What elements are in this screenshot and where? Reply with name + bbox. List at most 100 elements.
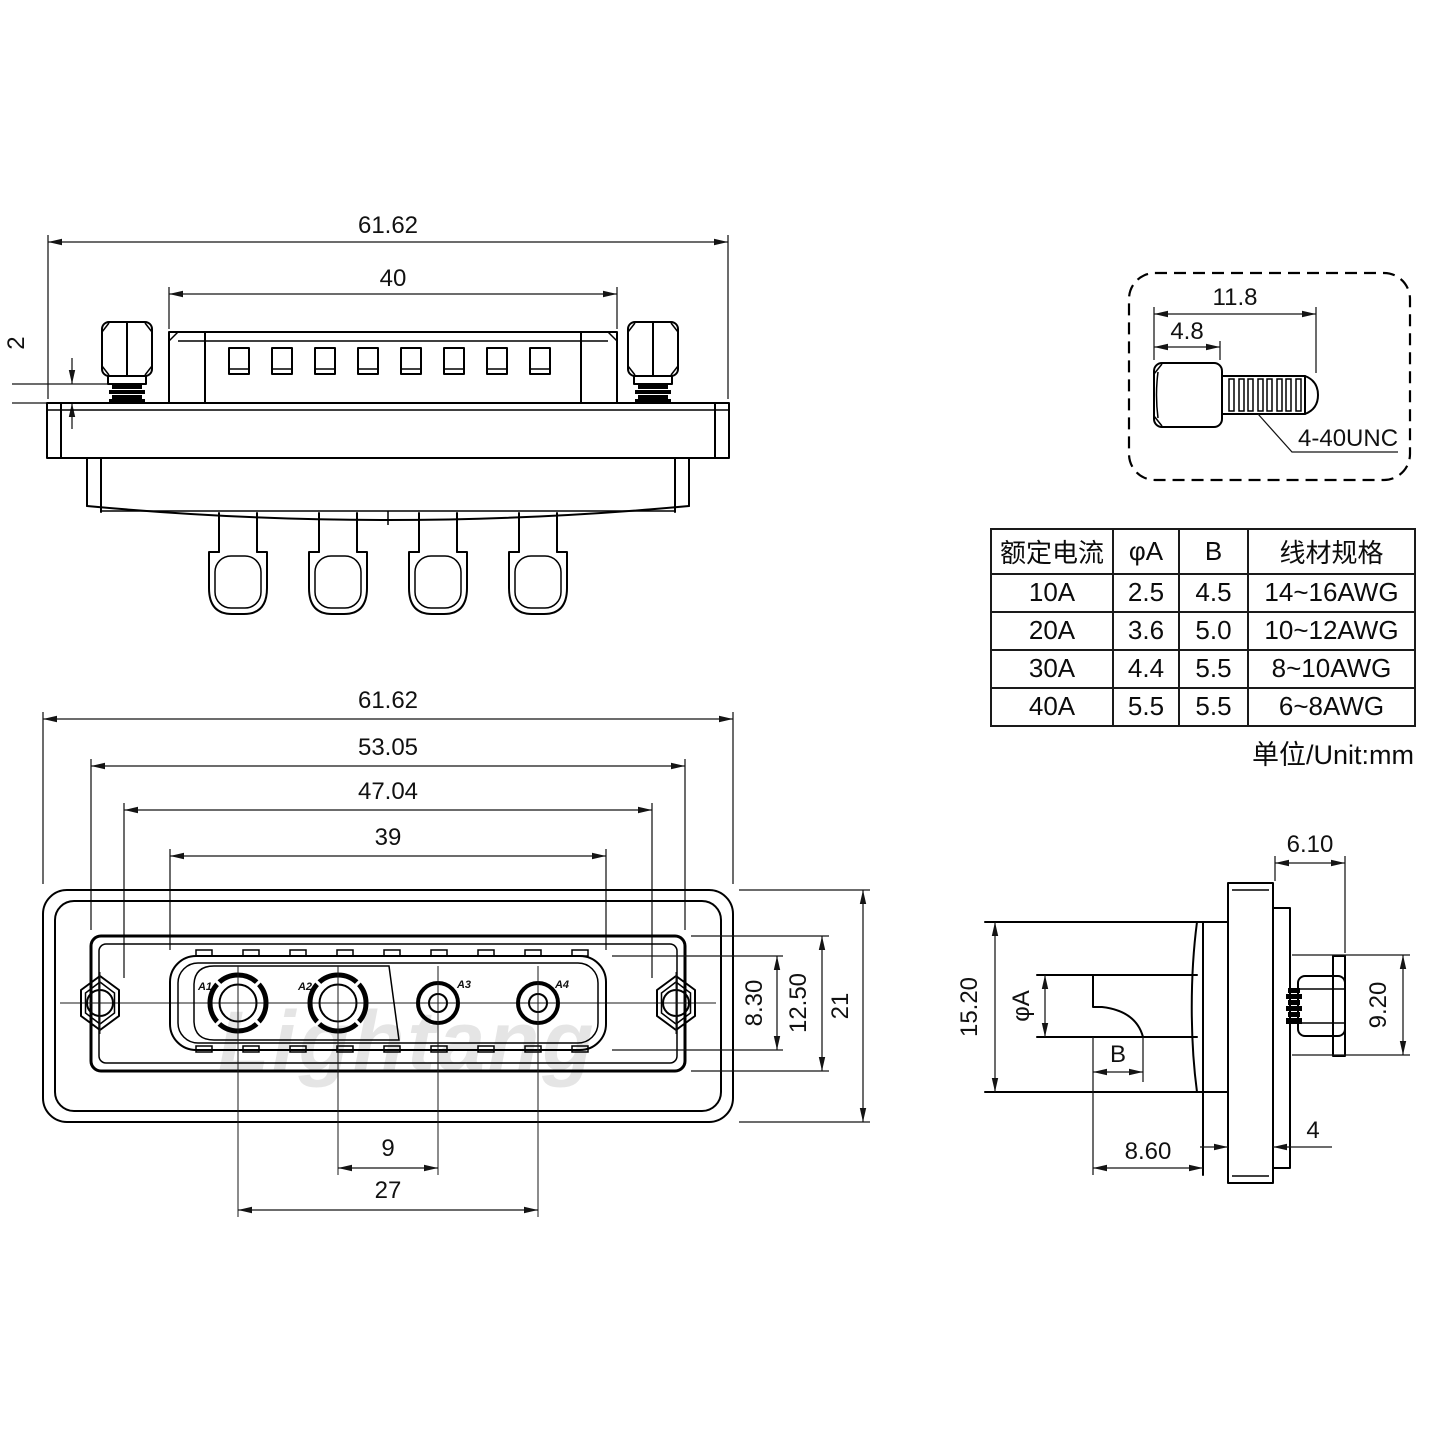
dim-screw-length: 11.8 [1153, 284, 1317, 373]
cell: 4.5 [1178, 572, 1249, 613]
side-jack-screw [1286, 955, 1346, 1057]
cell: 3.6 [1112, 610, 1180, 651]
detail-border [1127, 271, 1412, 482]
dim-face-flange-height: 12.50 [691, 935, 829, 1072]
table-row: 10A 2.5 4.5 14~16AWG [990, 572, 1416, 613]
cell: 5.5 [1178, 648, 1249, 689]
dim-side-depth: 8.60 [1093, 1138, 1203, 1172]
dim-text: 4.8 [1170, 318, 1203, 345]
dim-front-contact-width: 40 [168, 265, 618, 329]
screw-detail-view: 11.8 4.8 4-40UNC [1127, 271, 1412, 482]
pin [508, 512, 568, 615]
contact-label: A2 [297, 981, 312, 993]
dim-front-standoff-gap: 2 [3, 336, 136, 429]
mounting-plate [46, 402, 730, 459]
table-row: 20A 3.6 5.0 10~12AWG [990, 610, 1416, 651]
screw-drawing [1153, 362, 1319, 428]
power-pocket [193, 965, 400, 1041]
cell: 10~12AWG [1247, 610, 1416, 651]
pin [408, 512, 468, 615]
spec-table-header-row: 额定电流 φA B 线材规格 [990, 528, 1416, 575]
ground-fingers [195, 949, 589, 1053]
dim-text: 4 [1306, 1117, 1319, 1144]
hex-nut-right [656, 972, 696, 1034]
dim-side-pin-diameter: φA [1008, 975, 1049, 1037]
table-row: 30A 4.4 5.5 8~10AWG [990, 648, 1416, 689]
dim-side-flange-thickness: 4 [1200, 1117, 1332, 1151]
contact-label: A4 [554, 979, 569, 991]
dim-side-screw-height: 9.20 [1292, 954, 1410, 1056]
hex-nut-left [80, 972, 120, 1034]
dim-text: 40 [380, 265, 407, 292]
side-shell [984, 882, 1291, 1184]
contact-label: A1 [197, 981, 212, 993]
dim-face-shroud-height: 8.30 [612, 955, 783, 1051]
power-pins [208, 512, 568, 615]
cell: 4.4 [1112, 648, 1180, 689]
cell: 8~10AWG [1247, 648, 1416, 689]
dim-text: 47.04 [358, 778, 418, 805]
cell: 14~16AWG [1247, 572, 1416, 613]
shroud-insert [169, 949, 607, 1053]
dim-text: 15.20 [956, 977, 983, 1037]
dim-side-tail: B [1093, 1037, 1144, 1082]
contact-label: A3 [456, 979, 471, 991]
dim-face-shroud-width: 39 [169, 824, 607, 950]
col-header-phi-a: φA [1112, 528, 1180, 575]
dim-text: B [1110, 1041, 1126, 1068]
dim-text: 53.05 [358, 734, 418, 761]
dim-text: 2 [3, 336, 30, 349]
dim-face-overall-width: 61.62 [42, 687, 734, 884]
dim-face-overall-height: 21 [739, 889, 870, 1123]
dim-face-screw-spacing: 47.04 [123, 778, 653, 978]
col-header-rated-current: 额定电流 [990, 528, 1114, 575]
dim-text: 61.62 [358, 687, 418, 714]
dim-text: 11.8 [1213, 284, 1258, 311]
dim-text: 39 [375, 824, 402, 851]
dim-text: 27 [375, 1177, 402, 1204]
dim-text: 12.50 [785, 973, 812, 1033]
unit-note: 单位/Unit:mm [1252, 740, 1414, 770]
cell: 2.5 [1112, 572, 1180, 613]
dim-text: 61.62 [358, 212, 418, 239]
dim-text: φA [1008, 990, 1035, 1022]
col-header-wire-spec: 线材规格 [1247, 528, 1416, 575]
dim-text: 8.30 [741, 980, 768, 1027]
lower-shell [86, 457, 690, 525]
cell: 5.0 [1178, 610, 1249, 651]
dim-text: 9 [381, 1135, 394, 1162]
cell: 5.5 [1112, 686, 1180, 728]
watermark: Lightang [218, 994, 597, 1088]
thread-label: 4-40UNC [1298, 425, 1398, 452]
pin [208, 512, 268, 615]
table-row: 40A 5.5 5.5 6~8AWG [990, 686, 1416, 728]
side-view: 6.10 15.20 φA B 9.20 8.60 4 [956, 831, 1410, 1184]
jack-screw-right [627, 321, 679, 403]
cell: 40A [990, 686, 1114, 728]
cell: 30A [990, 648, 1114, 689]
dim-text: 21 [827, 993, 854, 1020]
dim-text: 9.20 [1365, 982, 1392, 1029]
dim-side-height: 15.20 [956, 922, 999, 1092]
cell: 20A [990, 610, 1114, 651]
cell: 10A [990, 572, 1114, 613]
face-view: 61.62 53.05 47.04 39 Lightang [42, 687, 870, 1217]
pin [308, 512, 368, 615]
connector-body-top [168, 331, 618, 404]
front-view: 61.62 40 2 [3, 212, 730, 615]
dim-face-pitch-inner: 9 [338, 1135, 438, 1172]
dim-screw-head: 4.8 [1154, 318, 1221, 360]
dim-text: 6.10 [1287, 831, 1334, 858]
dim-side-rear-length: 6.10 [1274, 831, 1346, 953]
wire-slots [228, 347, 551, 375]
col-header-b: B [1178, 528, 1249, 575]
jack-screw-left [101, 321, 153, 403]
thread-callout: 4-40UNC [1257, 413, 1398, 453]
cell: 5.5 [1178, 686, 1249, 728]
dim-face-pitch-outer: 27 [238, 1177, 538, 1214]
dim-front-overall-width: 61.62 [47, 212, 729, 399]
spec-table: 额定电流 φA B 线材规格 10A 2.5 4.5 14~16AWG 20A … [990, 528, 1416, 728]
dim-text: 8.60 [1125, 1138, 1172, 1165]
